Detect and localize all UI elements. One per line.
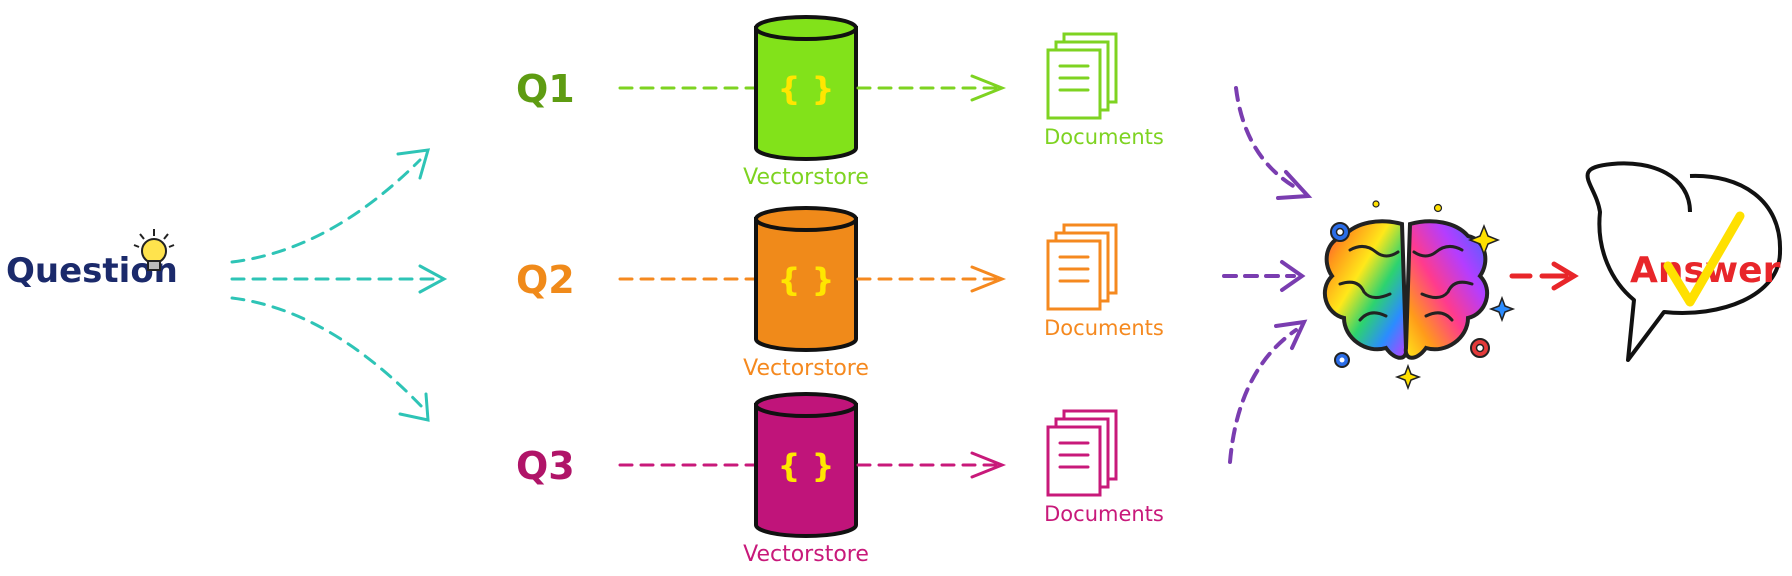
question-node: Question (6, 229, 178, 291)
fanout-arrow-up (230, 158, 422, 264)
fanout-arrowheads (396, 148, 448, 422)
checkmark-icon (1663, 211, 1745, 307)
branch-1: Q1 { } Vectorstore Documents (516, 15, 1164, 190)
query-label: Q3 (516, 444, 575, 488)
database-icon: { } (754, 15, 858, 161)
documents-icon (1046, 32, 1118, 120)
merge-arrows (1222, 86, 1302, 464)
gear-icon (1330, 222, 1350, 242)
query-label: Q1 (516, 67, 575, 111)
gear-icon (1470, 338, 1490, 358)
gear-icon (1334, 352, 1350, 368)
brain-icon (1322, 219, 1490, 360)
branch-3: Q3 { } Vectorstore Documents (516, 392, 1164, 567)
query-label: Q2 (516, 258, 575, 302)
documents-label: Documents (1044, 125, 1164, 149)
braces-icon: { } (778, 261, 835, 299)
store-to-docs-arrowhead (970, 74, 1007, 102)
documents-label: Documents (1044, 316, 1164, 340)
database-icon: { } (754, 392, 858, 538)
vectorstore-label: Vectorstore (743, 356, 869, 381)
store-to-docs-arrowhead (970, 451, 1007, 479)
documents-icon (1046, 223, 1118, 311)
lightbulb-icon (133, 229, 175, 271)
documents-label: Documents (1044, 502, 1164, 526)
sparkle-icon (1372, 200, 1516, 391)
vectorstore-label: Vectorstore (743, 165, 869, 190)
merge-arrowheads (1274, 170, 1313, 350)
braces-icon: { } (778, 447, 835, 485)
store-to-docs-arrowhead (970, 265, 1007, 293)
answer-arrow (1509, 261, 1579, 291)
documents-icon (1046, 409, 1118, 497)
fanout-arrows (230, 158, 442, 412)
vectorstore-label: Vectorstore (743, 542, 869, 567)
speech-bubble-icon (1585, 161, 1783, 362)
braces-icon: { } (778, 70, 835, 108)
fanout-arrow-down (230, 296, 427, 412)
branch-2: Q2 { } Vectorstore Documents (516, 206, 1164, 381)
database-icon: { } (754, 206, 858, 352)
